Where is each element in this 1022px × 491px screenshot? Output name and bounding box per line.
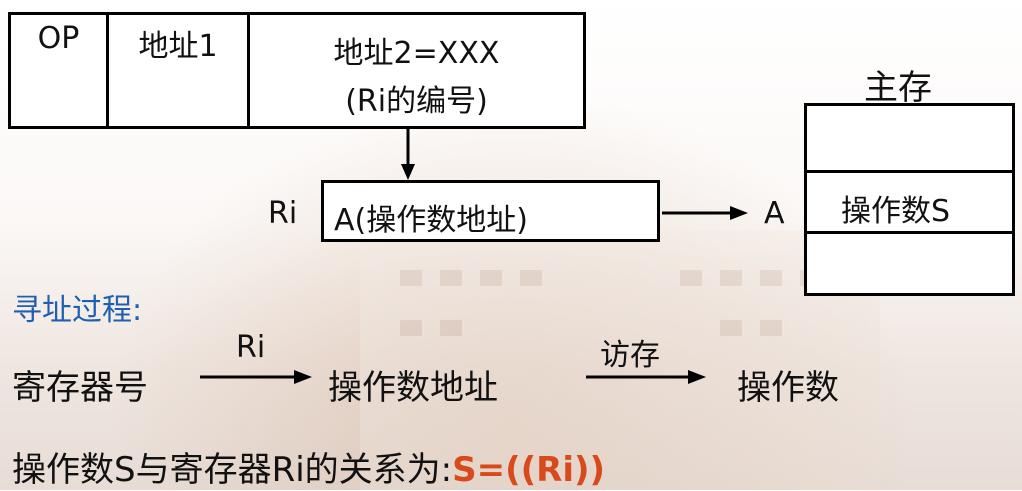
relation-text: 操作数S与寄存器Ri的关系为:S=((Ri)): [12, 442, 605, 491]
process-step-operand-address: 操作数地址: [328, 368, 498, 408]
process-step-operand: 操作数: [737, 368, 839, 408]
register-number-label: (Ri的编号): [345, 83, 488, 119]
address2-label: 地址2=XXX: [333, 35, 500, 71]
process-arrow1-label: Ri: [236, 330, 266, 365]
down-arrow: [401, 128, 415, 180]
op-field: OP: [11, 15, 106, 126]
register-content: A(操作数地址): [334, 203, 528, 238]
op-label: OP: [37, 21, 80, 56]
relation-formula: S=((Ri)): [452, 450, 606, 490]
process-title: 寻址过程:: [12, 293, 143, 328]
address-a-label: A: [764, 196, 785, 231]
memory-title: 主存: [864, 68, 932, 108]
register-box: A(操作数地址): [321, 180, 660, 242]
address2-field: 地址2=XXX (Ri的编号): [250, 15, 583, 126]
process-arrow2-label: 访存: [600, 338, 660, 373]
relation-description: 操作数S与寄存器Ri的关系为:: [12, 450, 453, 490]
memory-operand-cell: 操作数S: [841, 194, 951, 229]
address1-label: 地址1: [138, 29, 218, 64]
register-name: Ri: [268, 196, 298, 231]
right-arrow: [662, 206, 748, 220]
process-arrow-2: [586, 370, 706, 384]
process-arrow-1: [200, 370, 312, 384]
background-building: [360, 230, 880, 490]
address1-field: 地址1: [109, 15, 247, 126]
instruction-format: OP 地址1 地址2=XXX (Ri的编号): [8, 12, 586, 129]
process-step-register-number: 寄存器号: [12, 368, 148, 408]
main-memory: 操作数S: [804, 103, 1015, 296]
